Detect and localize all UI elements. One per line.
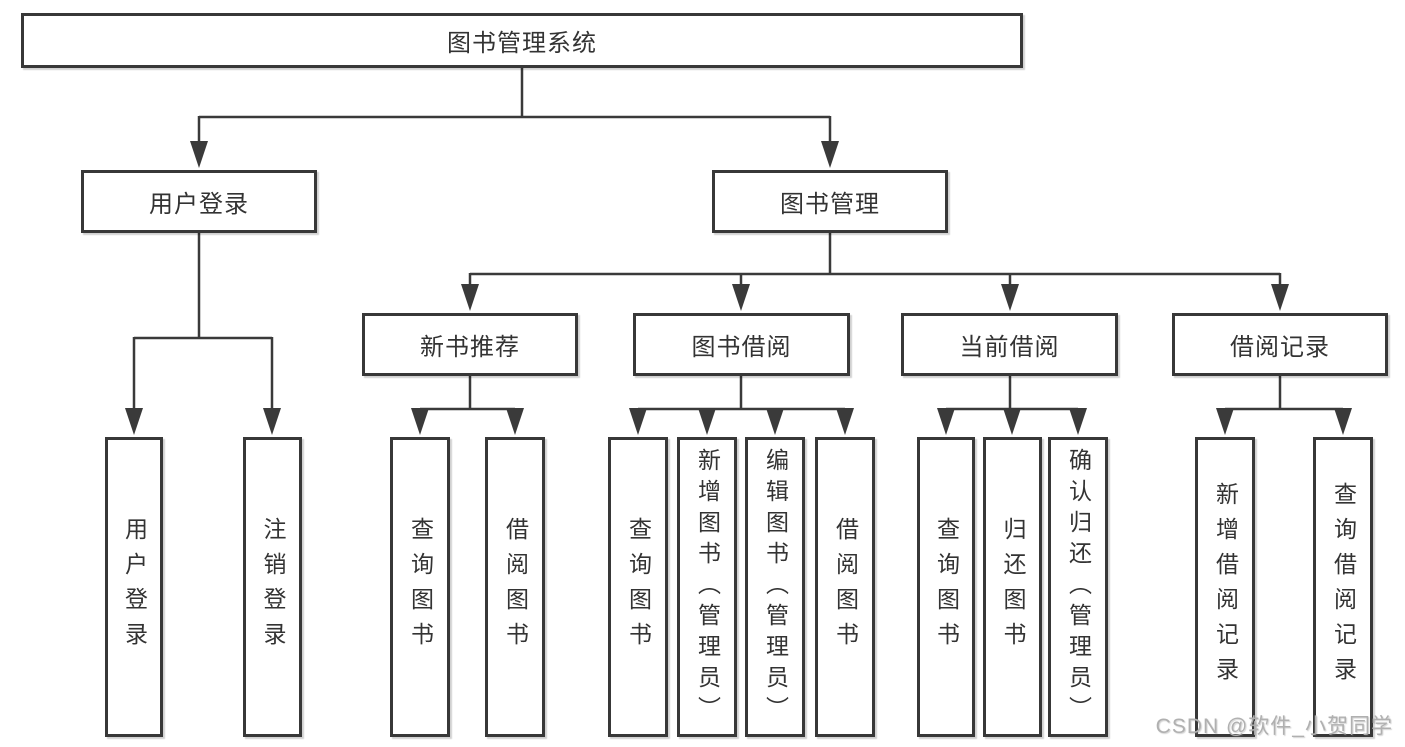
node-leaf-add-borrow-record-label: 新增借阅记录 [1212, 482, 1239, 692]
node-user-login: 用户登录 [81, 170, 317, 233]
node-leaf-query-book-3-label: 查询图书 [933, 517, 960, 657]
node-leaf-edit-book-admin: 编辑图书（管理员） [745, 437, 805, 737]
node-leaf-query-book-1-label: 查询图书 [407, 517, 434, 657]
node-book-borrowing: 图书借阅 [633, 313, 850, 376]
node-current-borrowing: 当前借阅 [901, 313, 1118, 376]
connector-segments [132, 68, 1343, 412]
arrow-down-icon [263, 408, 281, 435]
node-leaf-query-book-2: 查询图书 [608, 437, 668, 737]
arrow-down-icon [766, 408, 784, 435]
node-leaf-return-book: 归还图书 [983, 437, 1042, 737]
arrow-down-icon [461, 284, 479, 311]
arrow-down-icon [1216, 408, 1234, 435]
arrow-down-icon [937, 408, 955, 435]
node-borrowing-records: 借阅记录 [1172, 313, 1388, 376]
arrow-down-icon [1069, 408, 1087, 435]
node-leaf-query-book-2-label: 查询图书 [625, 517, 652, 657]
arrowheads [125, 141, 1352, 435]
node-leaf-add-borrow-record: 新增借阅记录 [1195, 437, 1255, 737]
node-book-management: 图书管理 [712, 170, 948, 233]
arrow-down-icon [125, 408, 143, 435]
arrow-down-icon [1003, 408, 1021, 435]
arrow-down-icon [1001, 284, 1019, 311]
arrow-down-icon [506, 408, 524, 435]
node-book-borrowing-label: 图书借阅 [691, 334, 792, 361]
node-leaf-edit-book-admin-label: 编辑图书（管理员） [762, 447, 789, 727]
node-root-system: 图书管理系统 [21, 13, 1023, 68]
node-leaf-confirm-return-admin: 确认归还（管理员） [1048, 437, 1108, 737]
arrow-down-icon [411, 408, 429, 435]
arrow-down-icon [698, 408, 716, 435]
arrow-down-icon [1334, 408, 1352, 435]
arrow-down-icon [836, 408, 854, 435]
node-book-management-label: 图书管理 [780, 191, 880, 218]
arrow-down-icon [629, 408, 647, 435]
node-root-label: 图书管理系统 [447, 30, 597, 57]
node-leaf-borrow-book-1-label: 借阅图书 [502, 517, 529, 657]
csdn-watermark: CSDN @软件_小贺同学 [1155, 715, 1393, 738]
node-leaf-add-book-admin-label: 新增图书（管理员） [694, 447, 721, 727]
node-leaf-logout-label: 注销登录 [260, 517, 286, 657]
node-new-book-recommend-label: 新书推荐 [420, 334, 520, 361]
arrow-down-icon [732, 284, 750, 311]
node-leaf-borrow-book-2: 借阅图书 [815, 437, 875, 737]
node-leaf-query-borrow-record-label: 查询借阅记录 [1330, 482, 1357, 692]
arrow-down-icon [190, 141, 208, 168]
node-leaf-query-book-1: 查询图书 [390, 437, 450, 737]
node-new-book-recommend: 新书推荐 [362, 313, 578, 376]
node-leaf-borrow-book-2-label: 借阅图书 [832, 517, 859, 657]
node-leaf-confirm-return-admin-label: 确认归还（管理员） [1065, 447, 1092, 727]
node-leaf-add-book-admin: 新增图书（管理员） [677, 437, 737, 737]
node-leaf-query-borrow-record: 查询借阅记录 [1313, 437, 1373, 737]
node-leaf-query-book-3: 查询图书 [917, 437, 975, 737]
node-leaf-return-book-label: 归还图书 [1000, 517, 1026, 657]
arrow-down-icon [1271, 284, 1289, 311]
node-leaf-user-login: 用户登录 [105, 437, 163, 737]
node-current-borrowing-label: 当前借阅 [959, 334, 1060, 361]
node-leaf-user-login-label: 用户登录 [121, 517, 148, 657]
node-borrowing-records-label: 借阅记录 [1230, 334, 1330, 361]
node-leaf-borrow-book-1: 借阅图书 [485, 437, 545, 737]
node-leaf-logout: 注销登录 [243, 437, 302, 737]
arrow-down-icon [821, 141, 839, 168]
node-user-login-label: 用户登录 [149, 191, 249, 218]
